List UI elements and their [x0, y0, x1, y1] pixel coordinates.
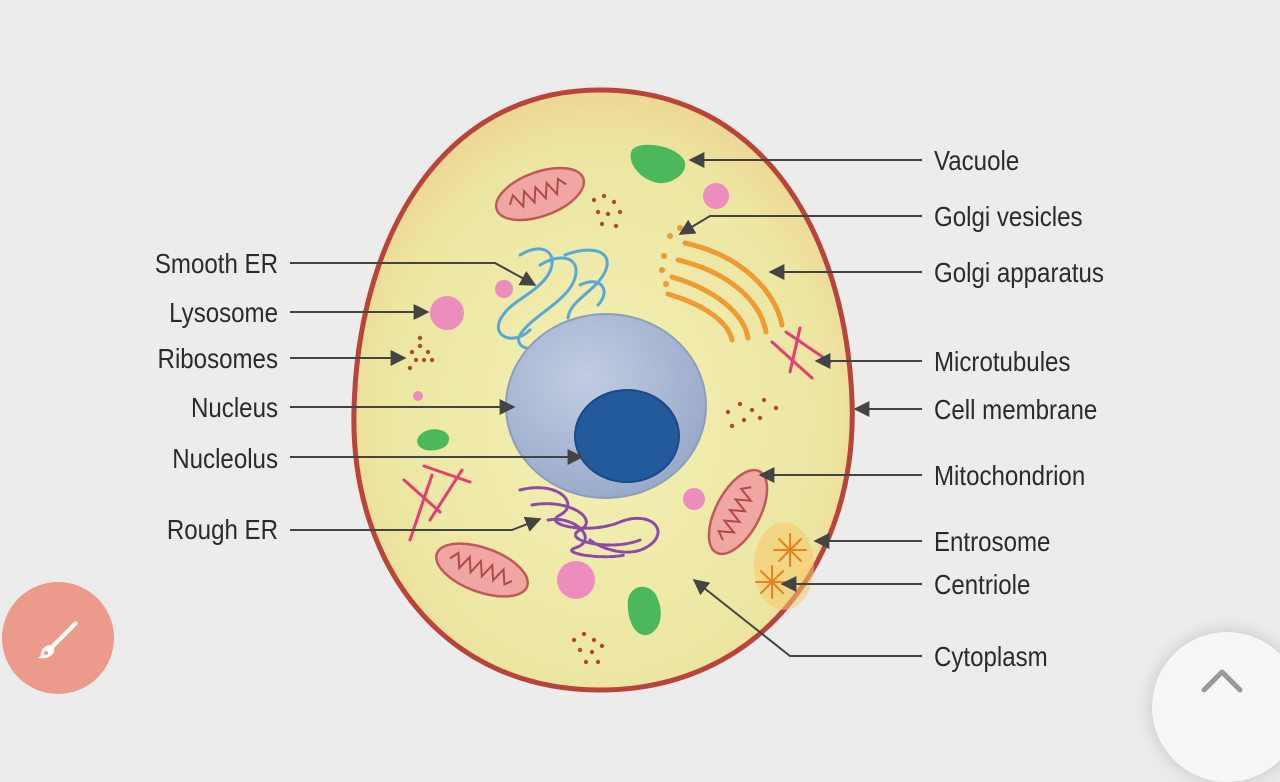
label-golgi-apparatus: Golgi apparatus — [934, 256, 1104, 288]
label-entrosome: Entrosome — [934, 525, 1050, 557]
chevron-up-icon — [1201, 669, 1243, 693]
label-golgi-vesicles: Golgi vesicles — [934, 200, 1083, 232]
entrosome — [754, 522, 814, 610]
nucleolus — [574, 389, 680, 483]
centriole — [755, 533, 807, 599]
label-rough-er: Rough ER — [167, 513, 278, 545]
labels-left: Smooth ER Lysosome Ribosomes Nucleus Nuc… — [155, 247, 278, 545]
label-mitochondrion: Mitochondrion — [934, 459, 1085, 491]
vacuole — [630, 144, 686, 184]
rough-er — [518, 486, 660, 559]
vacuole-small — [417, 429, 450, 451]
label-lysosome: Lysosome — [169, 296, 278, 328]
label-nucleolus: Nucleolus — [172, 442, 278, 474]
label-centriole: Centriole — [934, 568, 1030, 600]
label-smooth-er: Smooth ER — [155, 247, 278, 279]
labels-right: Vacuole Golgi vesicles Golgi apparatus M… — [934, 144, 1104, 672]
ribosomes — [407, 193, 779, 665]
vacuole-bottom — [627, 586, 661, 636]
label-ribosomes: Ribosomes — [158, 342, 278, 374]
label-vacuole: Vacuole — [934, 144, 1019, 176]
label-cytoplasm: Cytoplasm — [934, 640, 1048, 672]
label-microtubules: Microtubules — [934, 345, 1070, 377]
golgi-apparatus — [665, 240, 785, 343]
animal-cell-diagram: Smooth ER Lysosome Ribosomes Nucleus Nuc… — [155, 87, 1104, 693]
draw-button[interactable] — [2, 582, 114, 694]
paintbrush-icon — [38, 621, 78, 659]
label-nucleus: Nucleus — [191, 391, 278, 423]
leader-lines-left — [290, 262, 584, 532]
mitochondria — [435, 166, 769, 598]
lysosomes — [413, 183, 729, 599]
label-cell-membrane: Cell membrane — [934, 393, 1097, 425]
leader-lines-right — [678, 152, 922, 657]
